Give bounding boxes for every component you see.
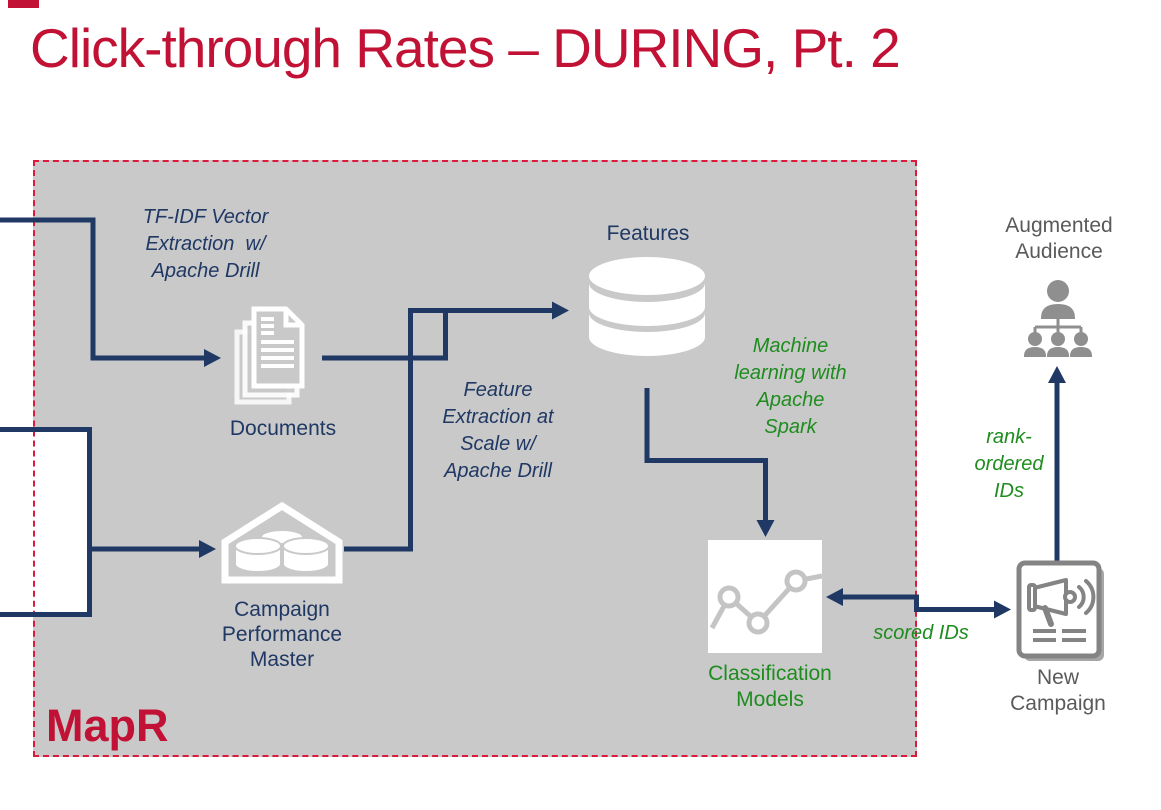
- connector-classification-newcampaign: [838, 594, 996, 612]
- mapr-logo: MapR: [46, 700, 169, 751]
- arrowhead-into-classification: [756, 520, 775, 537]
- external-source-box: [0, 429, 90, 617]
- mapr-panel-dashed-border: [33, 160, 917, 757]
- label-campaign-performance-master: Campaign Performance Master: [221, 598, 343, 671]
- label-classification-models: Classification Models: [708, 662, 832, 711]
- external-source-box-border: [0, 427, 92, 617]
- arrowhead-into-cpm: [199, 540, 216, 558]
- connector-cpm-to-features: [344, 308, 554, 552]
- label-features: Features: [606, 222, 690, 245]
- documents-icon: [234, 306, 305, 405]
- label-new-campaign: New Campaign: [1010, 666, 1106, 715]
- annotation-ml-spark: Machine learning with Apache Spark: [734, 335, 847, 438]
- arrowhead-into-classification-left: [826, 588, 843, 606]
- line-chart-icon: [708, 540, 822, 653]
- arrowhead-into-features: [552, 301, 569, 320]
- connector-documents-to-junction: [322, 308, 448, 361]
- label-documents: Documents: [229, 417, 337, 440]
- label-augmented-audience: Augmented Audience: [1005, 214, 1113, 263]
- arrowhead-into-documents: [204, 349, 221, 367]
- annotation-scored-ids: scored IDs: [873, 622, 969, 644]
- corner-accent-mark: [8, 0, 39, 8]
- annotation-rank-ordered-ids: rank- ordered IDs: [974, 426, 1044, 502]
- arrowhead-into-audience: [1048, 366, 1066, 383]
- audience-org-icon: [1024, 280, 1092, 357]
- page-title: Click-through Rates – DURING, Pt. 2: [30, 17, 901, 79]
- connector-left-to-documents: [0, 217, 206, 361]
- connector-features-to-classification: [644, 388, 768, 522]
- annotation-feature-extraction: Feature Extraction at Scale w/ Apache Dr…: [442, 379, 554, 482]
- mapr-platform-panel: [33, 160, 917, 757]
- arrowhead-into-newcampaign: [994, 600, 1011, 619]
- database-icon: [589, 257, 705, 356]
- annotation-tfidf: TF-IDF Vector Extraction w/ Apache Drill: [142, 206, 269, 282]
- warehouse-database-icon: [221, 501, 343, 584]
- megaphone-page-icon: [1016, 560, 1104, 661]
